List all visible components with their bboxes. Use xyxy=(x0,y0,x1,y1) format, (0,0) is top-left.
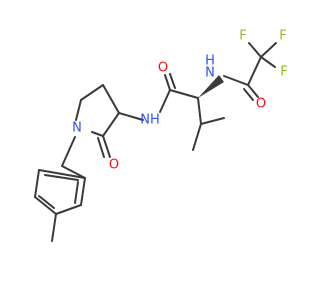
atom-f1: F xyxy=(239,29,246,44)
atom-f2: F xyxy=(279,29,286,44)
benz-1-2 xyxy=(80,177,86,206)
bond-c2-o-b xyxy=(97,137,105,158)
atom-f3: F xyxy=(280,65,287,80)
atom-labels: F F F O N H O NH N O xyxy=(72,29,288,173)
stereo-wedge xyxy=(198,75,224,98)
bond-camide-o-a xyxy=(164,74,171,91)
bond-calpha-camide xyxy=(169,89,199,99)
atom-o-trifluoroacetyl: O xyxy=(256,97,266,112)
ring-n1-c2 xyxy=(91,131,104,137)
bond-ch2-ring xyxy=(61,165,86,179)
bond-camide-o-b xyxy=(169,73,176,89)
benz-inner-a xyxy=(74,181,79,204)
atom-h-trifluoroacetamide: H xyxy=(205,54,215,69)
benz-5-6 xyxy=(38,169,86,179)
bond-co-nh xyxy=(223,75,249,86)
atom-n-trifluoroacetamide: N xyxy=(205,66,215,81)
benz-3-4 xyxy=(34,196,57,215)
bond-c2-o-a xyxy=(102,135,111,158)
molecule-structure: F F F O N H O NH N O xyxy=(34,29,288,242)
benz-2-3 xyxy=(55,204,82,215)
bond-n1-ch2 xyxy=(61,136,76,167)
atom-n-pyrrolidinone: N xyxy=(72,121,82,136)
ring-c2-c3 xyxy=(102,112,120,137)
bond-cf3-co xyxy=(247,56,262,86)
atom-o-lactam: O xyxy=(109,158,119,173)
bond-co-o-b xyxy=(243,88,254,101)
bond-lines xyxy=(34,42,277,242)
ring-c5-n1 xyxy=(75,99,82,121)
bond-co-o-a xyxy=(247,84,259,98)
bond-camide-nh xyxy=(159,89,171,113)
ring-c4-c5 xyxy=(80,84,104,101)
benz-inner-c xyxy=(44,174,79,181)
bond-ch-me1 xyxy=(200,117,225,125)
bond-calpha-ch xyxy=(197,97,202,125)
bond-nh-c3 xyxy=(118,112,144,121)
ring-c3-c4 xyxy=(102,84,120,114)
benz-4-5 xyxy=(34,169,40,198)
bond-benz-methyl xyxy=(51,213,57,242)
bond-cf3-f2 xyxy=(260,42,277,58)
bond-cf3-f3 xyxy=(260,56,276,68)
atom-o-valine-carbonyl: O xyxy=(158,61,168,76)
benz-inner-b xyxy=(38,195,55,209)
bond-ch-me2 xyxy=(192,123,202,151)
bond-cf3-f1 xyxy=(248,42,262,58)
atom-nh-amide: NH xyxy=(140,113,160,128)
